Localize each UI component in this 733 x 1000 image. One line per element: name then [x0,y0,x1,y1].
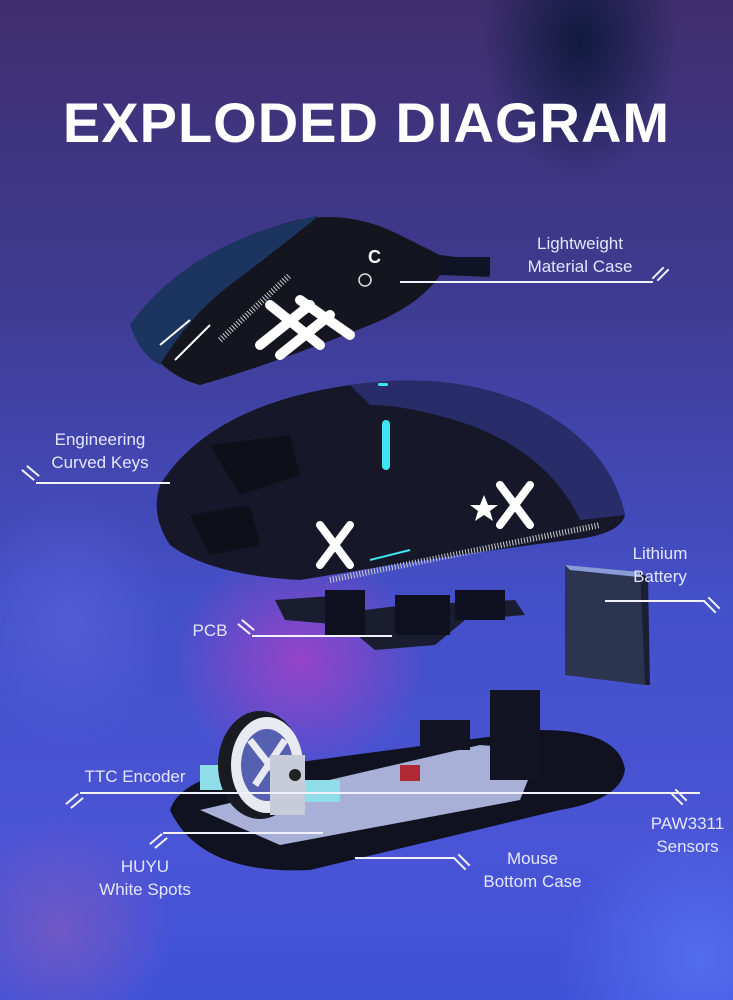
leader-line-case [400,281,653,283]
label-case: Lightweight Material Case [527,234,633,276]
label-encoder: TTC Encoder [84,767,186,786]
label-battery: Lithium Battery [632,544,688,586]
mouse-top-shell-icon: C [130,215,490,385]
label-sensor: PAW3311 Sensors [650,814,725,856]
page-title: EXPLODED DIAGRAM [62,91,671,154]
svg-text:C: C [368,247,381,267]
leader-line-switches [163,832,323,834]
pcb-icon [275,590,525,650]
label-switches: HUYU White Spots [99,857,191,899]
leader-line-bottom-case [355,857,455,859]
leader-line-pcb [252,635,392,637]
scroll-wheel-icon [218,711,305,819]
leader-line-encoder [80,792,700,794]
leader-line-battery [605,600,705,602]
label-bottom-case: Mouse Bottom Case [483,849,582,891]
label-keys: Engineering Curved Keys [51,430,149,472]
label-pcb: PCB [192,621,228,640]
leader-line-keys [36,482,170,484]
mouse-body-icon [156,380,625,583]
